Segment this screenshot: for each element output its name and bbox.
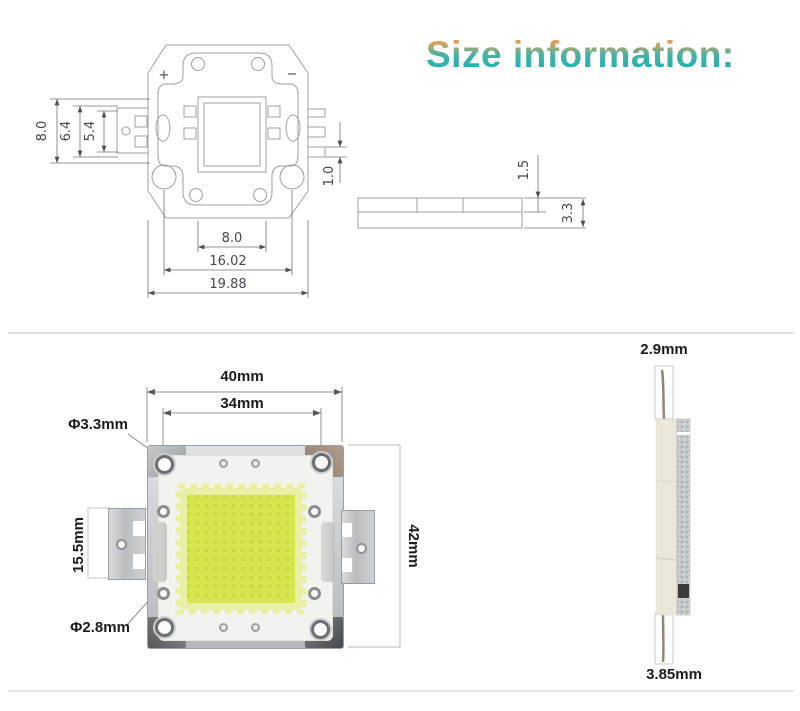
dim-42mm: 42mm <box>405 524 422 568</box>
corner-hole <box>155 618 174 637</box>
inner-hole <box>308 505 321 518</box>
dim-40mm: 40mm <box>220 368 264 385</box>
dim-19.88: 19.88 <box>209 277 246 292</box>
tab-hole <box>356 543 367 554</box>
inner-hole <box>157 505 170 518</box>
led-cad-drawing: + − 8.0 6.4 5.4 1.0 8.0 16.02 19.88 1.5 … <box>35 44 586 298</box>
dim-8.0-left: 8.0 <box>35 121 50 142</box>
dim-15.5mm: 15.5mm <box>70 517 87 573</box>
tab-notch <box>133 521 145 536</box>
dim-6.4: 6.4 <box>59 121 74 142</box>
side-pin-top <box>660 369 666 420</box>
corner-hole <box>151 164 177 190</box>
tab-notch <box>133 554 145 569</box>
small-hole <box>219 623 228 632</box>
dim-34mm: 34mm <box>220 395 264 412</box>
small-hole <box>219 459 228 468</box>
dim-2.9mm: 2.9mm <box>640 341 688 358</box>
slot <box>285 114 301 142</box>
bracket-15.5mm <box>87 507 111 579</box>
dim-5.4: 5.4 <box>83 121 98 142</box>
corner-hole <box>312 453 331 472</box>
mounting-hole <box>253 188 267 202</box>
side-view-bar <box>357 197 523 229</box>
photo-section: 40mm 34mm Φ3.3mm 15.5mm Φ2.8mm 42mm 2.9m… <box>0 340 800 711</box>
dim-8.0-bottom: 8.0 <box>222 231 243 246</box>
section-divider-bottom <box>8 690 794 692</box>
dim-corner-hole: Φ3.3mm <box>68 416 128 433</box>
dim-inner-hole: Φ2.8mm <box>70 619 130 636</box>
inner-hole <box>308 587 321 600</box>
led-top-view-outline <box>116 44 523 229</box>
side-profile <box>654 365 691 665</box>
electrode-strip <box>153 522 167 582</box>
dim-1.5: 1.5 <box>517 160 532 181</box>
phosphor-emitter <box>175 483 307 615</box>
left-terminal-tab <box>108 508 146 580</box>
minus-mark: − <box>287 67 298 82</box>
tab-hole <box>116 539 127 550</box>
page-title: Size information: <box>426 34 735 75</box>
left-terminal <box>116 107 149 154</box>
slot <box>155 114 171 142</box>
corner-hole <box>311 620 330 639</box>
photo-dimension-lines <box>87 365 691 665</box>
dim-3.85mm: 3.85mm <box>646 666 702 683</box>
mounting-hole <box>251 57 265 71</box>
corner-hole <box>279 164 305 190</box>
led-chip-photo <box>147 445 344 649</box>
bracket-42mm <box>348 444 401 648</box>
electrode-strip <box>321 522 335 582</box>
dim-3.3: 3.3 <box>561 203 576 224</box>
corner-hole <box>155 455 174 474</box>
right-terminal-tab <box>341 510 375 584</box>
dimension-lines <box>50 98 586 298</box>
tab-notch <box>342 558 352 572</box>
dim-1.0: 1.0 <box>322 166 337 187</box>
side-metal <box>676 418 691 616</box>
side-ceramic <box>655 418 678 616</box>
side-solder-pad <box>678 584 689 598</box>
small-hole <box>251 459 260 468</box>
mounting-hole <box>189 188 203 202</box>
emitter-area <box>197 96 267 173</box>
right-pins <box>307 108 326 158</box>
small-hole <box>251 623 260 632</box>
inner-hole <box>157 587 170 600</box>
plus-mark: + <box>159 68 170 83</box>
tab-notch <box>342 523 352 537</box>
dim-16.02: 16.02 <box>209 254 246 269</box>
mounting-hole <box>191 57 205 71</box>
section-divider-top <box>8 332 794 334</box>
